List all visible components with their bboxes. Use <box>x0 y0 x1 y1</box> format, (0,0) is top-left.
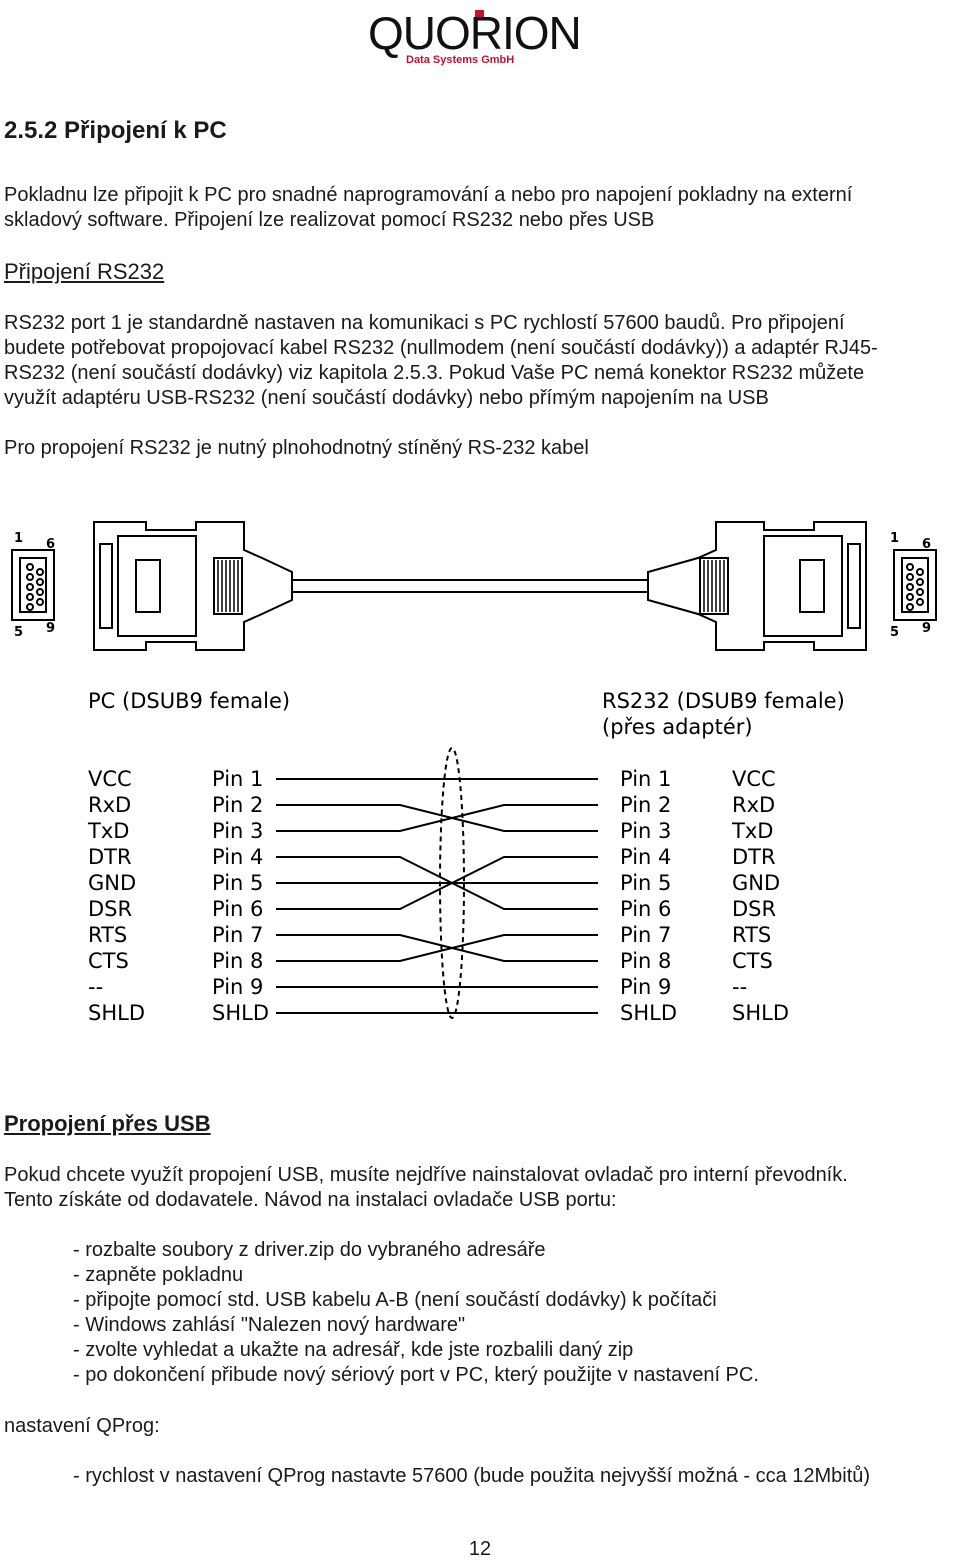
right-signal-6: DSR <box>732 897 776 921</box>
right-connector-face <box>893 549 937 621</box>
usb-step-6: - po dokončení přibude nový sériový port… <box>73 1364 759 1386</box>
left-pin-5-marker: 5 <box>14 625 23 640</box>
intro-line-1: Pokladnu lze připojit k PC pro snadné na… <box>4 184 853 206</box>
rs232-para-line-1: RS232 port 1 je standardně nastaven na k… <box>4 312 845 334</box>
qprog-speed-item: - rychlost v nastavení QProg nastavte 57… <box>73 1465 871 1487</box>
left-pin-6-marker: 6 <box>46 537 55 552</box>
right-pin-3: Pin 3 <box>620 819 671 843</box>
usb-step-2: - zapněte pokladnu <box>73 1264 244 1286</box>
right-pin-9: Pin 9 <box>620 975 671 999</box>
right-connector-body <box>647 521 867 651</box>
left-signal-4: DTR <box>88 845 132 869</box>
right-pin-1: Pin 1 <box>620 767 671 791</box>
right-signal-10: SHLD <box>732 1001 789 1025</box>
left-pin-9-marker: 9 <box>46 621 55 636</box>
left-signal-3: TxD <box>87 819 129 843</box>
right-connector-subtitle: (přes adaptér) <box>602 715 753 739</box>
right-signal-4: DTR <box>732 845 776 869</box>
right-signal-5: GND <box>732 871 780 895</box>
right-pin-9-marker: 9 <box>922 621 931 636</box>
left-signal-7: RTS <box>88 923 127 947</box>
logo-accent-mark <box>475 10 484 19</box>
left-signal-6: DSR <box>88 897 132 921</box>
right-pin-1-marker: 1 <box>890 531 899 546</box>
right-pin-2: Pin 2 <box>620 793 671 817</box>
left-pin-8: Pin 8 <box>212 949 263 973</box>
rs232-heading: Připojení RS232 <box>4 259 165 284</box>
rs232-para-line-4: využít adaptéru USB-RS232 (není součástí… <box>4 387 769 409</box>
left-pin-1: Pin 1 <box>212 767 263 791</box>
rs232-para-line-3: RS232 (není součástí dodávky) viz kapito… <box>4 362 865 384</box>
left-pin-2: Pin 2 <box>212 793 263 817</box>
right-pin-8: Pin 8 <box>620 949 671 973</box>
wire-3 <box>276 804 598 832</box>
intro-line-2: skladový software. Připojení lze realizo… <box>4 209 655 231</box>
right-pin-4: Pin 4 <box>620 845 671 869</box>
wiring-lines <box>276 778 598 1014</box>
left-pin-3: Pin 3 <box>212 819 263 843</box>
usb-step-4: - Windows zahlásí "Nalezen nový hardware… <box>73 1314 466 1336</box>
rs232-para-line-2: budete potřebovat propojovací kabel RS23… <box>4 337 878 359</box>
wire-6 <box>276 856 598 910</box>
left-pin-7: Pin 7 <box>212 923 263 947</box>
left-connector-title: PC (DSUB9 female) <box>88 689 290 713</box>
usb-step-5: - zvolte vyhledat a ukažte na adresář, k… <box>73 1339 634 1361</box>
cable-line <box>292 579 648 593</box>
left-pin-10: SHLD <box>212 1001 269 1025</box>
left-pin-1-marker: 1 <box>14 531 23 546</box>
right-signal-2: RxD <box>732 793 775 817</box>
left-signal-5: GND <box>88 871 136 895</box>
right-signal-1: VCC <box>732 767 776 791</box>
rs232-shield-note: Pro propojení RS232 je nutný plnohodnotn… <box>4 437 589 459</box>
qprog-settings-label: nastavení QProg: <box>4 1415 160 1437</box>
usb-step-1: - rozbalte soubory z driver.zip do vybra… <box>73 1239 546 1261</box>
right-connector-title: RS232 (DSUB9 female) <box>602 689 845 713</box>
right-pin-10: SHLD <box>620 1001 677 1025</box>
wire-8 <box>276 934 598 962</box>
left-pin-9: Pin 9 <box>212 975 263 999</box>
usb-para-line-2: Tento získáte od dodavatele. Návod na in… <box>4 1189 617 1211</box>
left-pin-6: Pin 6 <box>212 897 263 921</box>
left-signal-10: SHLD <box>88 1001 145 1025</box>
wire-7 <box>276 934 598 962</box>
wire-2 <box>276 804 598 832</box>
right-signal-8: CTS <box>732 949 773 973</box>
right-pin-5: Pin 5 <box>620 871 671 895</box>
nullmodem-cable-diagram: 1 6 5 9 1 6 5 9 PC (DSUB9 female) RS232 … <box>11 521 937 1025</box>
left-signal-8: CTS <box>88 949 129 973</box>
right-pin-6: Pin 6 <box>620 897 671 921</box>
right-pin-5-marker: 5 <box>890 625 899 640</box>
usb-heading: Propojení přes USB <box>4 1111 211 1136</box>
right-pin-6-marker: 6 <box>922 537 931 552</box>
right-signal-7: RTS <box>732 923 771 947</box>
left-pin-4: Pin 4 <box>212 845 263 869</box>
left-pin-5: Pin 5 <box>212 871 263 895</box>
left-signal-1: VCC <box>88 767 132 791</box>
section-title: 2.5.2 Připojení k PC <box>4 117 227 144</box>
left-signal-2: RxD <box>88 793 131 817</box>
page-number: 12 <box>468 1538 492 1560</box>
right-signal-9: -- <box>732 975 747 999</box>
left-connector-body <box>93 521 293 651</box>
usb-step-3: - připojte pomocí std. USB kabelu A-B (n… <box>73 1289 717 1311</box>
usb-para-line-1: Pokud chcete využít propojení USB, musít… <box>4 1164 848 1186</box>
right-signal-3: TxD <box>731 819 773 843</box>
right-pin-7: Pin 7 <box>620 923 671 947</box>
company-logo: QUORION Data Systems GmbH <box>360 8 600 70</box>
left-connector-face <box>11 549 55 621</box>
logo-subtitle: Data Systems GmbH <box>406 54 515 66</box>
left-signal-9: -- <box>88 975 103 999</box>
logo-wordmark: QUORION <box>368 7 582 59</box>
